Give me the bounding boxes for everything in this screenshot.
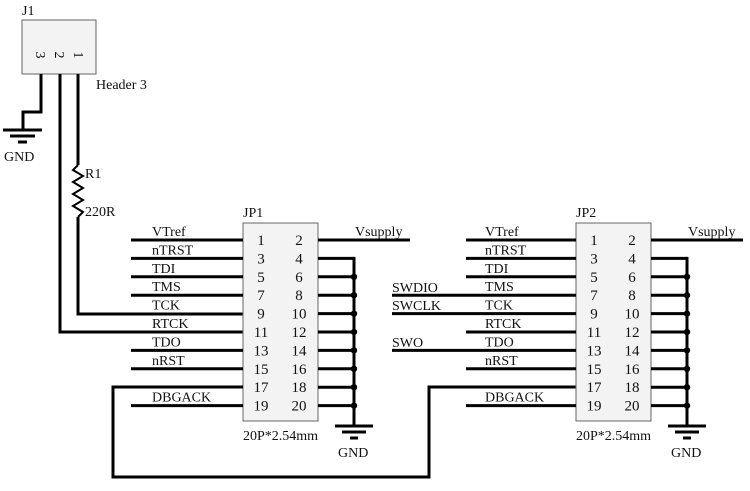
- jp2-pin-left-6: 13: [587, 343, 602, 359]
- jp2-net-label-3: TMS: [485, 280, 514, 295]
- r1-ref: R1: [85, 167, 101, 182]
- jp2-pin-left-9: 19: [587, 399, 602, 415]
- jp1-pin-right-2: 6: [295, 270, 303, 286]
- jp1-pin-left-1: 3: [257, 251, 265, 267]
- jp2-vsupply-label: Vsupply: [688, 225, 735, 240]
- jp2-pin-left-4: 9: [590, 307, 598, 323]
- jp1-vsupply-label: Vsupply: [355, 225, 402, 240]
- jp2-right-gnd-bus: GND: [651, 256, 706, 461]
- jp2-pin-right-7: 16: [625, 362, 641, 378]
- gnd-label: GND: [4, 150, 34, 165]
- jp1-pin-left-8: 17: [254, 380, 270, 396]
- jp2-pin-right-0: 2: [628, 233, 636, 249]
- jp2-pin-right-1: 4: [628, 251, 636, 267]
- jp2-swclk-label: SWCLK: [392, 299, 441, 314]
- jp1-body: [242, 222, 319, 422]
- jp1-footprint: 20P*2.54mm: [243, 429, 318, 444]
- jp1-right-gnd-bus: GND: [318, 256, 373, 461]
- jp2-net-label-9: DBGACK: [485, 391, 544, 406]
- pin17-loop-wire: [111, 385, 576, 479]
- j1-pin-2: 2: [51, 52, 66, 59]
- jp2-net-label-4: TCK: [485, 299, 513, 314]
- jp1-pin-right-1: 4: [295, 251, 303, 267]
- jp1-left-nets: VTref nTRST TDI TMS TCK RTCK TDO nRST DBGACK: [131, 225, 243, 408]
- jp1-ref: JP1: [243, 206, 263, 221]
- jp2-pin-right-3: 8: [628, 288, 636, 304]
- jp2-pin-left-0: 1: [590, 233, 598, 249]
- jp1-pin-right-0: 2: [295, 233, 303, 249]
- jp2-ref: JP2: [576, 206, 596, 221]
- j1-pin-1: 1: [70, 52, 85, 59]
- jp2-pin-left-8: 17: [587, 380, 603, 396]
- jp1-net-label-5: RTCK: [152, 317, 189, 332]
- jp2-pin-left-5: 11: [587, 325, 601, 341]
- jp2-pin-left-1: 3: [590, 251, 598, 267]
- r1-resistor: [71, 164, 85, 218]
- jp2-pin-right-6: 14: [625, 343, 641, 359]
- jp1-pin-right-8: 18: [292, 380, 307, 396]
- jp1-pin-left-5: 11: [254, 325, 268, 341]
- j1-header: J1 3 2 1 Header 3: [21, 4, 147, 93]
- jp1-net-label-3: TMS: [152, 280, 181, 295]
- jp2-net-label-7: nRST: [485, 354, 518, 369]
- jp1-pin-left-7: 15: [254, 362, 269, 378]
- jp1-pin-left-9: 19: [254, 399, 269, 415]
- jp2-net-label-5: RTCK: [485, 317, 522, 332]
- jp2-pin-right-4: 10: [625, 307, 640, 323]
- jp1-gnd-label: GND: [338, 446, 368, 461]
- jp2-pin-left-3: 7: [590, 288, 598, 304]
- jp1-pin-left-0: 1: [257, 233, 265, 249]
- j1-pin2-rtck-wire: [58, 74, 243, 334]
- j1-ref: J1: [22, 4, 34, 19]
- jp1-pin-right-4: 10: [292, 307, 307, 323]
- jp2-pin-right-8: 18: [625, 380, 640, 396]
- j1-body: [21, 19, 97, 75]
- gnd-symbol-j1: GND: [3, 128, 42, 165]
- jp1-net-label-6: TDO: [152, 335, 181, 350]
- jp2-swo-label: SWO: [392, 336, 423, 351]
- j1-pin3-wire: [21, 74, 43, 130]
- r1-tck-wire: [76, 217, 243, 316]
- jp2-swdio-label: SWDIO: [392, 281, 438, 296]
- jp1-net-label-1: nTRST: [152, 243, 194, 258]
- jp2-pin-right-2: 6: [628, 270, 636, 286]
- jp2-net-label-0: VTref: [485, 225, 519, 240]
- jp2-left-nets: VTref nTRST TDI TMS TCK RTCK TDO nRST DBGACK: [392, 225, 576, 408]
- r1-value: 220R: [85, 205, 116, 220]
- jp1-pin-right-3: 8: [295, 288, 303, 304]
- jp1-pin-left-2: 5: [257, 270, 265, 286]
- jp2-pin-left-2: 5: [590, 270, 598, 286]
- jp1-pin-right-6: 14: [292, 343, 308, 359]
- j1-pin-3: 3: [32, 52, 47, 59]
- j1-value: Header 3: [96, 78, 147, 93]
- jp1-net-label-2: TDI: [152, 262, 176, 277]
- jp1-net-label-4: TCK: [152, 299, 180, 314]
- jp2-pin-right-5: 12: [625, 325, 640, 341]
- jp2-footprint: 20P*2.54mm: [576, 429, 651, 444]
- jp1-pin-right-5: 12: [292, 325, 307, 341]
- jp1-pin-left-4: 9: [257, 307, 265, 323]
- jp1-pin-left-3: 7: [257, 288, 265, 304]
- jp2-net-label-1: nTRST: [485, 243, 527, 258]
- jp1-pin-right-9: 20: [292, 399, 307, 415]
- jp1-net-label-7: nRST: [152, 354, 185, 369]
- jp2-net-label-2: TDI: [485, 262, 509, 277]
- jp1-net-label-9: DBGACK: [152, 391, 211, 406]
- jp1-pin-right-7: 16: [292, 362, 308, 378]
- jp1-net-label-0: VTref: [152, 225, 186, 240]
- jp2-gnd-label: GND: [671, 446, 701, 461]
- jp2-body: [575, 222, 652, 422]
- jp2-pin-left-7: 15: [587, 362, 602, 378]
- jp2-pin-right-9: 20: [625, 399, 640, 415]
- jp1-pin-left-6: 13: [254, 343, 269, 359]
- jp2-net-label-6: TDO: [485, 335, 514, 350]
